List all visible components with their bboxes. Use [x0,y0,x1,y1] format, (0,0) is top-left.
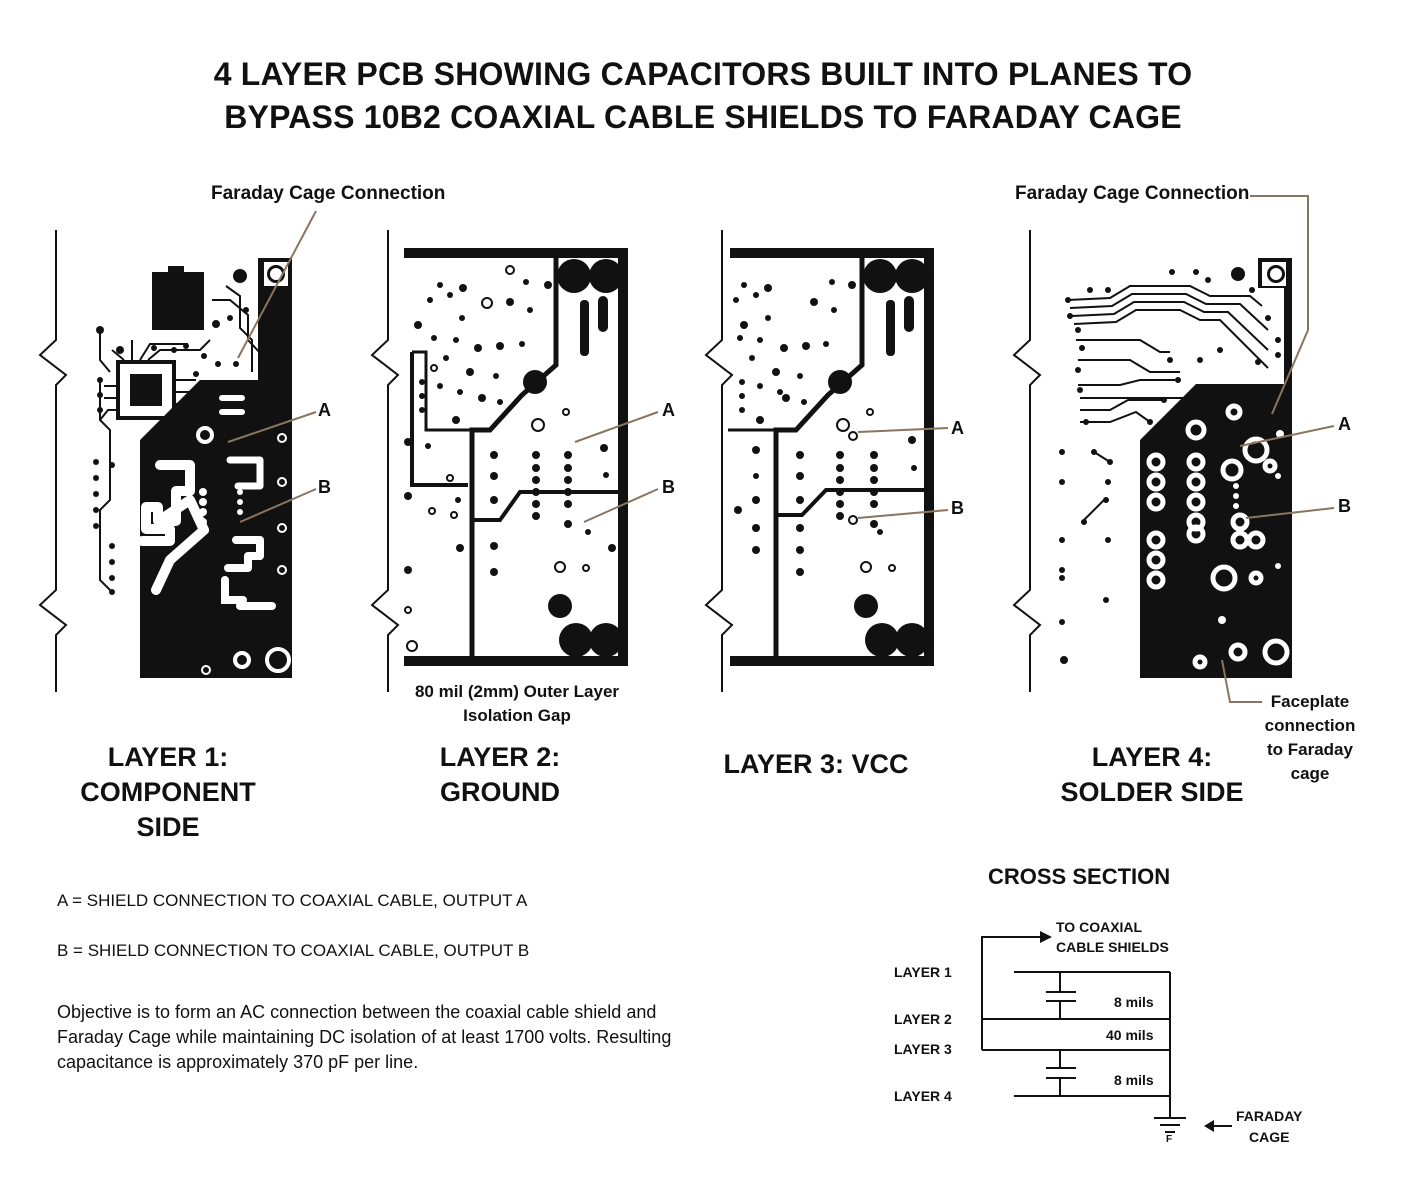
gap3-label: 8 mils [1114,1072,1154,1088]
cs-layer3-label: LAYER 3 [894,1041,952,1057]
layer2-title-line1: LAYER 2: [439,742,561,772]
layer4-title-line2: SOLDER SIDE [1060,777,1244,807]
legend-a: A = SHIELD CONNECTION TO COAXIAL CABLE, … [57,891,528,910]
cross-section-title: CROSS SECTION [988,864,1171,889]
ground-f-label: F [1166,1134,1173,1145]
faraday-connection-label-right: Faraday Cage Connection [1015,183,1250,204]
layer3-board [704,230,934,692]
objective-line3: capacitance is approximately 370 pF per … [57,1052,419,1072]
page-title-line2: BYPASS 10B2 COAXIAL CABLE SHIELDS TO FAR… [224,99,1182,135]
isolation-gap-line1: 80 mil (2mm) Outer Layer [414,682,620,701]
cross-section-schematic [981,931,1232,1133]
to-shields-line1: TO COAXIAL [1056,919,1143,935]
faraday-connection-label-left: Faraday Cage Connection [211,183,446,204]
gap2-label: 40 mils [1106,1027,1154,1043]
layer1-title: LAYER 1: COMPONENT SIDE [60,740,276,845]
isolation-gap-label: 80 mil (2mm) Outer Layer Isolation Gap [378,680,656,728]
faceplate-line3: to Faraday [1267,740,1353,759]
isolation-gap-line2: Isolation Gap [463,706,571,725]
layer2-title: LAYER 2: GROUND [400,740,600,810]
callout-a-layer3: A [951,418,964,438]
faceplate-label: Faceplate connection to Faraday cage [1252,690,1368,786]
objective-line2: Faraday Cage while maintaining DC isolat… [57,1027,672,1047]
objective-line1: Objective is to form an AC connection be… [57,1002,657,1022]
to-coaxial-shields-label: TO COAXIAL CABLE SHIELDS [1056,917,1169,957]
faceplate-line1: Faceplate [1270,692,1350,711]
page-title-line1: 4 LAYER PCB SHOWING CAPACITORS BUILT INT… [213,56,1193,92]
layer3-title-line1: LAYER 3: VCC [723,749,909,779]
faraday-line1: FARADAY [1236,1108,1303,1124]
objective-text: Objective is to form an AC connection be… [57,1000,671,1075]
layer2-title-line2: GROUND [440,777,560,807]
layer1-title-line2: COMPONENT [80,777,256,807]
cs-layer2-label: LAYER 2 [894,1011,952,1027]
cs-layer4-label: LAYER 4 [894,1088,952,1104]
layer3-title: LAYER 3: VCC [716,747,916,782]
callout-b-layer1: B [318,477,331,497]
to-shields-line2: CABLE SHIELDS [1056,939,1169,955]
faraday-cage-label: FARADAY CAGE [1236,1106,1302,1148]
callout-a-layer2: A [662,400,675,420]
gap1-label: 8 mils [1114,994,1154,1010]
layer4-board [1012,230,1292,692]
layer1-title-line3: SIDE [136,812,200,842]
callout-b-layer4: B [1338,496,1351,516]
callout-a-layer4: A [1338,414,1351,434]
cs-layer1-label: LAYER 1 [894,964,952,980]
legend-b: B = SHIELD CONNECTION TO COAXIAL CABLE, … [57,941,530,960]
layer2-board [370,230,628,692]
faceplate-line4: cage [1290,764,1330,783]
callout-leaders [227,195,1335,703]
layer1-title-line1: LAYER 1: [107,742,229,772]
callout-b-layer3: B [951,498,964,518]
layer4-title-line1: LAYER 4: [1091,742,1213,772]
callout-a-layer1: A [318,400,331,420]
faceplate-line2: connection [1264,716,1356,735]
callout-b-layer2: B [662,477,675,497]
layer1-board [38,230,292,692]
layer4-title: LAYER 4: SOLDER SIDE [1052,740,1252,810]
faraday-line2: CAGE [1248,1129,1290,1145]
